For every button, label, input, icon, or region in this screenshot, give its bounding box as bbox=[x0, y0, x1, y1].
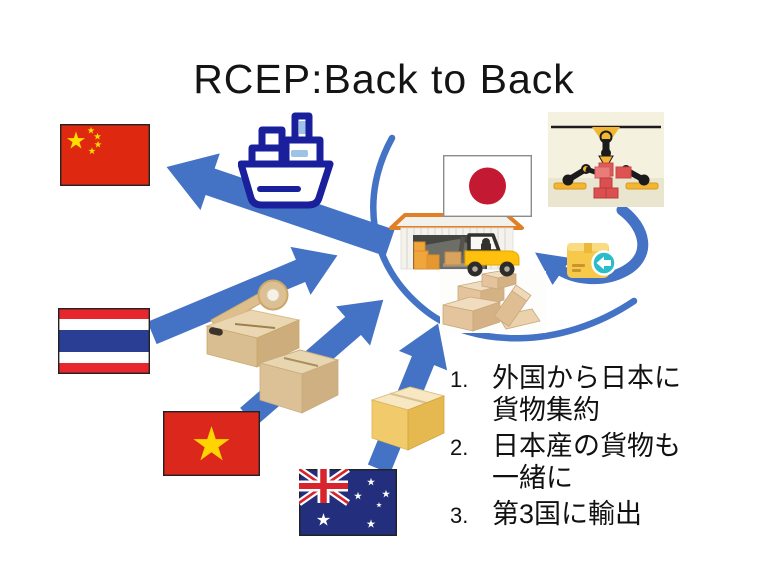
vietnam-flag bbox=[163, 411, 260, 476]
cardboard-box-icon bbox=[258, 349, 340, 414]
arrow-from-thailand-icon bbox=[147, 246, 338, 345]
tape-box-icon bbox=[205, 279, 301, 368]
thailand-flag bbox=[58, 308, 150, 374]
forklift bbox=[443, 233, 520, 277]
collection-arc-icon bbox=[370, 134, 638, 342]
parcel-badge-icon bbox=[567, 243, 616, 278]
transfer-arrow-badge-icon bbox=[591, 250, 616, 276]
japan-flag bbox=[443, 155, 532, 217]
list-item-number: 3. bbox=[450, 503, 469, 528]
china-flag bbox=[60, 124, 150, 186]
list-item-number: 2. bbox=[450, 435, 469, 460]
cargo-ship-icon bbox=[238, 112, 334, 209]
list-item: 2. 日本産の貨物も 一緒に bbox=[450, 430, 762, 494]
page-title: RCEP:Back to Back bbox=[193, 56, 575, 102]
list-item-number: 1. bbox=[450, 367, 469, 392]
warehouse-forklift-icon bbox=[389, 213, 524, 277]
red-cargo-stack bbox=[593, 177, 619, 199]
list-item-text: 外国から日本に 貨物集約 bbox=[492, 363, 681, 425]
list-item: 1. 外国から日本に 貨物集約 bbox=[450, 362, 762, 426]
list-item-text: 第3国に輸出 bbox=[492, 499, 643, 529]
steps-list: 1. 外国から日本に 貨物集約 2. 日本産の貨物も 一緒に 3. 第3国に輸出 bbox=[450, 362, 762, 534]
dispenser-handle bbox=[208, 327, 223, 336]
japan-flag-sun bbox=[469, 167, 506, 205]
right-robot-arm bbox=[615, 165, 659, 190]
australia-flag bbox=[299, 469, 397, 536]
list-item: 3. 第3国に輸出 bbox=[450, 498, 762, 530]
union-jack-canton bbox=[299, 469, 350, 506]
list-item-text: 日本産の貨物も 一緒に bbox=[492, 431, 681, 493]
yellow-box-icon bbox=[370, 386, 446, 451]
factory-robots-icon bbox=[548, 112, 664, 207]
